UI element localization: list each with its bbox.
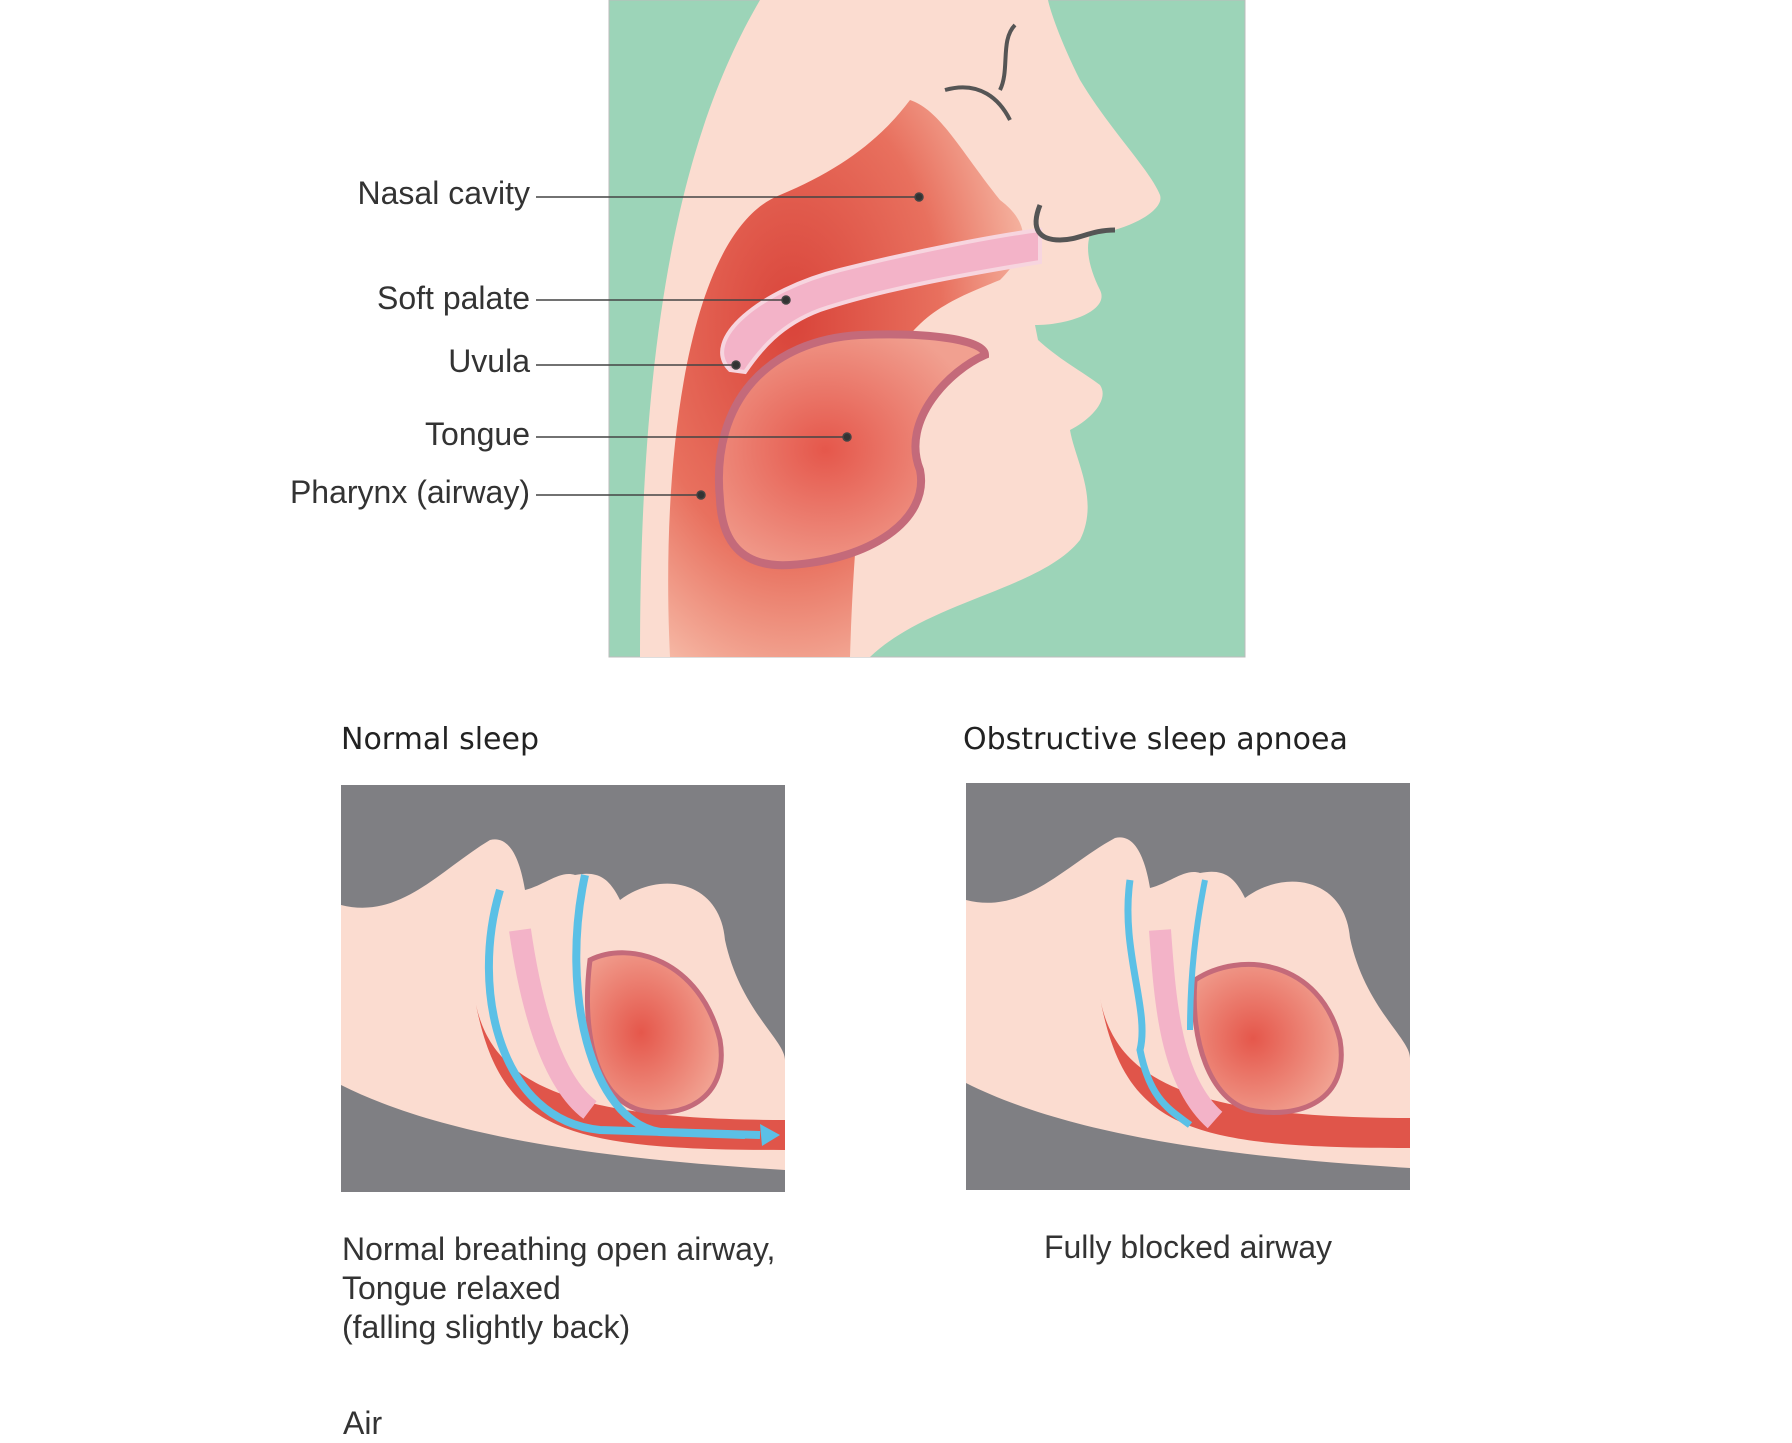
eyelash-icon (944, 23, 1017, 121)
air-label: Air (343, 1405, 383, 1441)
normal-sleep-illustration (341, 785, 785, 1192)
caption-line: Tongue relaxed (342, 1270, 561, 1306)
blocked-airflow (1124, 879, 1193, 1128)
normal-caption: Normal breathing open airway, Tongue rel… (342, 1230, 775, 1347)
normal-sleep-title: Normal sleep (341, 722, 540, 757)
label-soft-palate: Soft palate (377, 280, 530, 316)
label-uvula: Uvula (448, 343, 530, 379)
anatomy-panel (608, 0, 1246, 658)
osa-title: Obstructive sleep apnoea (963, 722, 1348, 757)
label-nasal-cavity: Nasal cavity (357, 175, 531, 211)
tongue (714, 330, 990, 570)
airflow-arrow (484, 888, 761, 1139)
label-pharynx: Pharynx (airway) (289, 474, 530, 510)
caption-line: Normal breathing open airway, (342, 1231, 776, 1267)
osa-illustration (966, 783, 1410, 1190)
nostril-icon (1033, 204, 1116, 243)
leader-lines (536, 192, 924, 500)
caption-line: (falling slightly back) (342, 1309, 631, 1345)
label-tongue: Tongue (425, 416, 530, 452)
osa-caption: Fully blocked airway (1043, 1229, 1333, 1265)
